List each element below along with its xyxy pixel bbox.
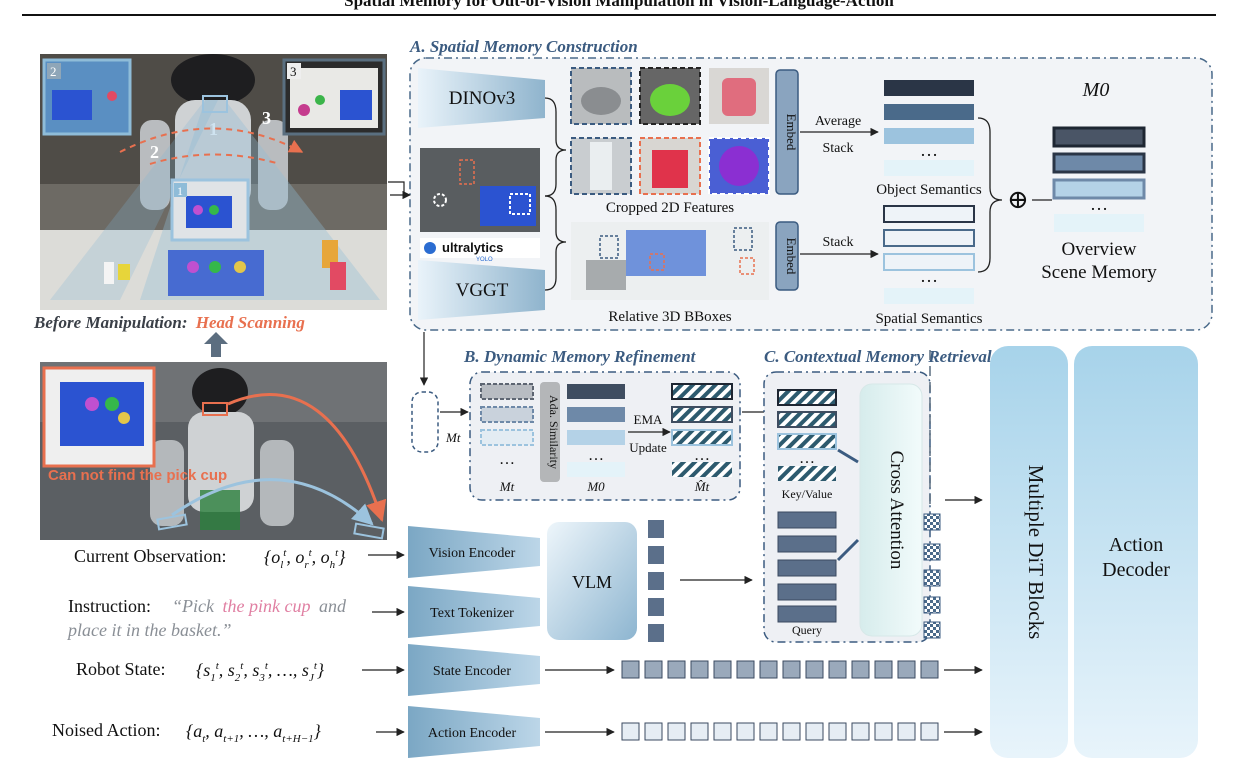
ellipsis-m0-b: … [588, 447, 604, 464]
vlm-block [547, 522, 637, 640]
ultralytics-logo: ultralytics YOLO [420, 238, 540, 263]
plus-icon: ⊕ [1007, 185, 1029, 214]
text-tokenizer [408, 586, 540, 638]
embed-label-object: Embed [784, 114, 799, 151]
section-a-title: A. Spatial Memory Construction [409, 37, 638, 56]
scan-number-3: 3 [262, 108, 271, 128]
vision-encoder [408, 526, 540, 578]
spatial-semantics-label: Spatial Semantics [875, 311, 982, 327]
section-b-title: B. Dynamic Memory Refinement [463, 347, 697, 366]
spatial-semantics-stack [883, 205, 975, 304]
vlm-output-tokens [648, 520, 664, 642]
yolo-detection-image [420, 148, 540, 232]
embed-block-spatial [775, 221, 799, 291]
cross-attention-label: Cross Attention [886, 451, 907, 570]
key-value-label: Key/Value [782, 487, 833, 501]
scan-number-1: 1 [209, 119, 218, 139]
average-label: Average [815, 114, 861, 129]
ellipsis-spatial: … [920, 266, 938, 286]
action-decoder-label-1: Action [1109, 534, 1163, 556]
mt-token-slot [411, 391, 439, 453]
dinov3-label: DINOv3 [449, 88, 516, 109]
stack-label-spatial: Stack [822, 235, 853, 250]
state-encoder [408, 644, 540, 696]
key-value-stack [777, 389, 837, 481]
mt-label: Mt [499, 479, 515, 494]
ellipsis-mhat: … [694, 447, 710, 464]
page-title: Spatial Memory for Out-of-Vision Manipul… [344, 0, 894, 10]
mhat-label: M̂t [694, 479, 710, 494]
dit-label: Multiple DiT Blocks [1024, 465, 1048, 640]
action-decoder [1074, 346, 1198, 758]
noised-action-formula: {at, at+1, …, at+H−1} [186, 721, 322, 745]
vggt-label: VGGT [456, 280, 509, 301]
embed-block-object [775, 69, 799, 195]
current-observation-photo: Can not find the pick cup [40, 362, 387, 540]
robot-state-label: Robot State: [76, 659, 166, 679]
ellipsis-m0: … [1090, 194, 1108, 214]
cross-attention-block [859, 383, 923, 637]
vision-encoder-label: Vision Encoder [429, 546, 516, 561]
overview-label-2: Scene Memory [1041, 262, 1157, 283]
object-semantics-stack [884, 80, 974, 176]
action-encoder-label: Action Encoder [428, 726, 517, 741]
vggt-encoder [418, 260, 545, 320]
current-observation-formula: {olt, ort, oht} [264, 547, 346, 571]
state-encoder-label: State Encoder [433, 664, 511, 679]
instruction-line1: “Pick the pink cup and [172, 596, 347, 616]
ema-label: EMA [634, 412, 664, 427]
cropped-2d-features [570, 67, 770, 195]
action-encoder [408, 706, 540, 758]
object-semantics-label: Object Semantics [876, 182, 982, 198]
text-tokenizer-label: Text Tokenizer [430, 606, 514, 621]
caption-before-manipulation: Before Manipulation: Head Scanning [33, 313, 305, 332]
overview-scene-memory-stack [1052, 126, 1146, 232]
m0-label: M0 [1082, 79, 1110, 101]
vlm-label: VLM [572, 572, 612, 592]
dit-blocks [990, 346, 1068, 758]
query-label: Query [792, 623, 822, 637]
mt-stack [480, 383, 534, 446]
cannot-find-label: Can not find the pick cup [48, 467, 227, 484]
head-scanning-photo: 2 3 1 2 1 3 [40, 54, 387, 310]
retrieved-memory-tokens [923, 513, 941, 639]
robot-state-formula: {s1t, s2t, s3t, …, sJt} [196, 660, 325, 684]
ellipsis-kv: … [799, 450, 815, 467]
action-tokens-row [621, 722, 939, 741]
ada-similarity-block [540, 382, 560, 482]
mhat-stack [671, 383, 733, 477]
ultralytics-brand: ultralytics [442, 240, 503, 255]
embed-label-spatial: Embed [784, 238, 799, 275]
update-label: Update [629, 440, 667, 455]
overview-label-1: Overview [1062, 239, 1137, 260]
section-c-title: C. Contextual Memory Retrieval [764, 347, 992, 366]
m0-stack-b [567, 384, 625, 477]
cropped-2d-features-label: Cropped 2D Features [606, 200, 734, 216]
relative-3d-bboxes-image [571, 222, 769, 300]
current-observation-label: Current Observation: [74, 546, 226, 566]
noised-action-label: Noised Action: [52, 720, 161, 740]
instruction-label: Instruction: [68, 596, 151, 616]
query-stack [777, 511, 837, 623]
scan-number-2: 2 [150, 142, 159, 162]
up-arrow-icon [204, 332, 228, 357]
dinov3-encoder [418, 68, 545, 128]
scan-number-2-inset: 2 [50, 64, 57, 79]
ellipsis-mt: … [499, 451, 515, 468]
instruction-line2: place it in the basket.” [66, 620, 231, 640]
state-tokens-row [621, 660, 939, 679]
header-rule [22, 14, 1216, 16]
mt-label-side: Mt [445, 430, 461, 445]
yolo-sub: YOLO [476, 257, 493, 263]
stack-label-object: Stack [822, 141, 853, 156]
m0-label-b: M0 [586, 479, 605, 494]
ada-similarity-label: Ada. Similarity [547, 395, 561, 469]
scan-number-3-inset: 3 [290, 64, 297, 79]
action-decoder-label-2: Decoder [1102, 559, 1170, 581]
ellipsis-object: … [920, 140, 938, 160]
scan-number-1-inset: 1 [177, 184, 183, 198]
relative-3d-bboxes-label: Relative 3D BBoxes [608, 309, 731, 325]
